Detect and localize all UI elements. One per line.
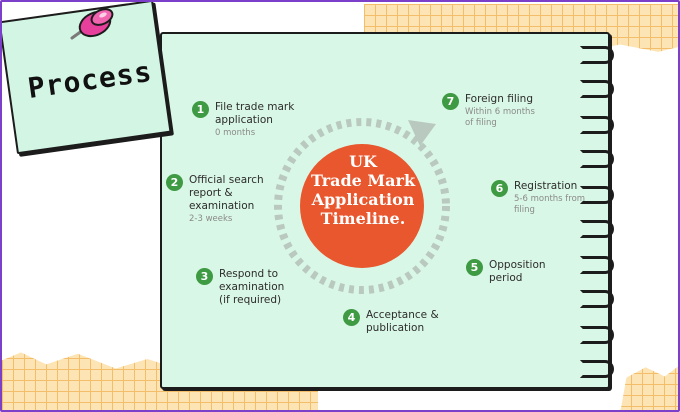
- step-number: 2: [166, 174, 183, 191]
- step-label: Opposition period: [489, 259, 546, 284]
- timeline-cycle: [274, 118, 450, 294]
- step-number: 4: [343, 309, 360, 326]
- step-label: Registration: [514, 180, 578, 192]
- spiral-ring: [580, 290, 614, 308]
- step-4: 4 Acceptance & publication: [343, 309, 439, 335]
- step-1: 1 File trade mark application 0 months: [192, 101, 294, 139]
- step-label: Official search report & examination: [189, 174, 264, 212]
- step-number: 3: [196, 268, 213, 285]
- center-title-text: UK Trade Mark Application Timeline.: [310, 152, 416, 228]
- step-label: File trade mark application: [215, 101, 295, 126]
- cycle-arrow-icon: [408, 120, 436, 146]
- step-duration: Within 6 months of filing: [465, 107, 535, 128]
- center-title: UK Trade Mark Application Timeline.: [298, 152, 428, 228]
- step-duration: 2-3 weeks: [189, 214, 233, 224]
- note-title: Process: [25, 54, 155, 105]
- step-label: Respond to examination (if required): [219, 268, 285, 306]
- spiral-ring: [580, 220, 614, 238]
- step-number: 1: [192, 101, 209, 118]
- step-6: 6 Registration 5-6 months from filing: [491, 180, 585, 216]
- center-circle: [300, 144, 424, 268]
- step-label: Acceptance & publication: [366, 309, 439, 334]
- spiral-ring: [580, 360, 614, 378]
- cycle-ring: [274, 118, 450, 294]
- step-label: Foreign filing: [465, 93, 533, 105]
- step-3: 3 Respond to examination (if required): [196, 268, 284, 307]
- step-5: 5 Opposition period: [466, 259, 546, 285]
- pushpin-icon: [70, 8, 114, 40]
- step-2: 2 Official search report & examination 2…: [166, 174, 264, 225]
- spiral-ring: [580, 256, 614, 274]
- spiral-ring: [580, 326, 614, 344]
- step-number: 7: [442, 93, 459, 110]
- step-duration: 5-6 months from filing: [514, 194, 586, 215]
- spiral-binding: [580, 46, 624, 386]
- step-number: 5: [466, 259, 483, 276]
- grid-paper-corner: [620, 362, 678, 410]
- step-7: 7 Foreign filing Within 6 months of fili…: [442, 93, 535, 129]
- spiral-ring: [580, 186, 614, 204]
- spiral-ring: [580, 116, 614, 134]
- spiral-ring: [580, 46, 614, 64]
- spiral-ring: [580, 80, 614, 98]
- spiral-ring: [580, 150, 614, 168]
- step-number: 6: [491, 180, 508, 197]
- step-duration: 0 months: [215, 128, 256, 138]
